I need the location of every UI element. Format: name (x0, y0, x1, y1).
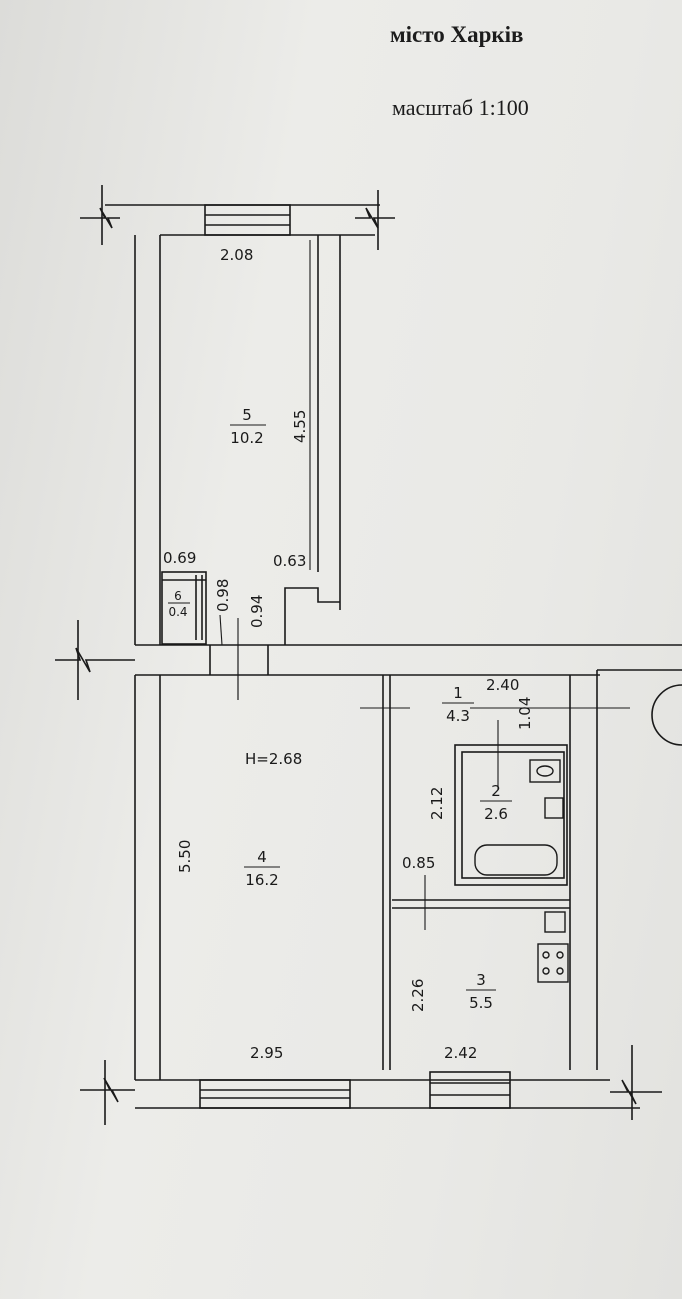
dim-passage-width: 0.94 (248, 595, 266, 628)
room-label-1: 1 4.3 (442, 684, 474, 725)
dim-room1-width: 2.40 (486, 676, 519, 694)
dim-room3-length: 2.26 (409, 979, 427, 1012)
room-5-area: 10.2 (230, 429, 263, 447)
dim-corridor-width: 0.63 (273, 552, 306, 570)
room-4-area: 16.2 (245, 871, 278, 889)
sink-icon (529, 759, 561, 783)
room-6-number: 6 (174, 589, 182, 603)
room-label-4: 4 16.2 (244, 848, 280, 889)
dim-room4-length: 5.50 (176, 840, 194, 873)
walls (55, 185, 682, 1125)
room-3-area: 5.5 (469, 994, 493, 1012)
dimension-lines (219, 240, 630, 930)
room-3-number: 3 (476, 971, 486, 989)
dim-room5-width: 2.08 (220, 246, 253, 264)
room-label-5: 5 10.2 (230, 406, 266, 447)
scale-label: масштаб 1:100 (392, 95, 529, 120)
room-label-3: 3 5.5 (466, 971, 496, 1012)
fixtures (474, 759, 569, 983)
room-6-area: 0.4 (168, 605, 187, 619)
dim-room6-length: 0.98 (214, 579, 232, 612)
appliance-icon (544, 911, 566, 933)
room-1-number: 1 (453, 684, 463, 702)
stove-icon (537, 943, 569, 983)
dim-room3-width: 2.42 (444, 1044, 477, 1062)
dim-hall-width: 0.85 (402, 854, 435, 872)
room-4-number: 4 (257, 848, 267, 866)
city-title: місто Харків (390, 22, 524, 47)
dim-room4-width: 2.95 (250, 1044, 283, 1062)
room-2-area: 2.6 (484, 805, 508, 823)
dim-room1-depth: 1.04 (516, 697, 534, 730)
ceiling-height: H=2.68 (245, 750, 302, 768)
dim-room6-width: 0.69 (163, 549, 196, 567)
dim-room5-length: 4.55 (291, 410, 309, 443)
room-2-number: 2 (491, 782, 501, 800)
room-label-2: 2 2.6 (480, 782, 512, 823)
bathtub-icon (474, 844, 558, 876)
dim-room2-length: 2.12 (428, 787, 446, 820)
toilet-icon (544, 797, 564, 819)
room-1-area: 4.3 (446, 707, 470, 725)
room-5-number: 5 (242, 406, 252, 424)
room-label-6: 6 0.4 (168, 589, 190, 619)
